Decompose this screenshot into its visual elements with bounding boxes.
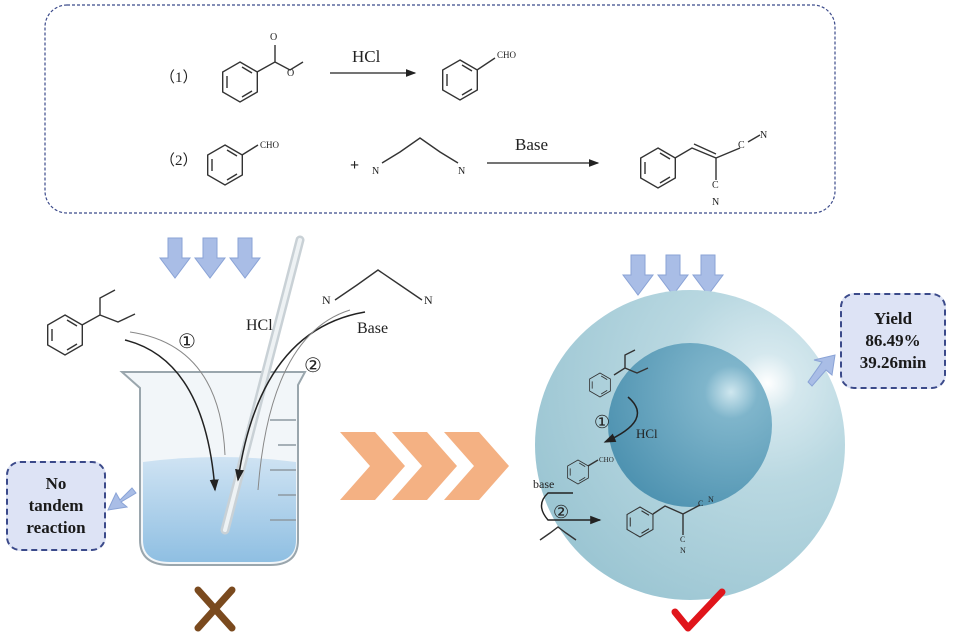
benzaldehyde-sphere [567, 459, 599, 485]
sphere-step2-marker: ② [553, 502, 569, 522]
svg-text:O: O [270, 32, 277, 43]
svg-text:N: N [712, 197, 719, 208]
down-arrows-right [622, 254, 724, 296]
success-check-icon [671, 588, 726, 632]
water [143, 457, 296, 562]
arrow-to-yield [807, 354, 836, 387]
acetal-molecule [47, 289, 136, 356]
time-value: 39.26min [859, 353, 927, 372]
fail-x-icon [194, 586, 236, 632]
svg-text:N: N [760, 130, 767, 141]
step1-marker: ① [178, 331, 196, 353]
svg-text:O: O [287, 68, 294, 79]
result-line: tandem [28, 496, 84, 515]
hcl-label: HCl [246, 317, 273, 334]
svg-text:N: N [708, 495, 714, 504]
svg-text:N: N [322, 293, 331, 307]
sphere-cho-label: CHO [599, 456, 614, 464]
benzaldehyde-2 [206, 144, 259, 186]
arrow-to-no-reaction [107, 487, 137, 511]
benzaldehyde [442, 57, 496, 101]
svg-text:C: C [738, 140, 745, 151]
svg-text:C: C [712, 180, 719, 191]
step2-marker: ② [304, 355, 322, 377]
result-line: No [45, 474, 67, 493]
plus-sign: + [350, 157, 359, 174]
inner-core [608, 343, 772, 507]
sphere-hcl-label: HCl [636, 426, 658, 441]
svg-text:N: N [424, 293, 433, 307]
malononitrile-sphere [539, 526, 577, 541]
down-arrows-left [159, 237, 261, 279]
base-label: Base [357, 320, 388, 337]
yield-value: 86.49% [865, 331, 921, 350]
step2-reagent: Base [515, 135, 548, 154]
cho-label: CHO [497, 50, 517, 60]
svg-text:C: C [680, 535, 685, 544]
benzylidenemalononitrile: C N C N [640, 130, 767, 208]
yield-box: Yield 86.49% 39.26min [840, 293, 946, 389]
svg-text:N: N [680, 546, 686, 555]
svg-text:N: N [372, 166, 379, 177]
step2-label: （2） [160, 152, 198, 169]
sphere-step1-marker: ① [594, 412, 610, 432]
step1-label: （1） [160, 69, 198, 86]
yield-label: Yield [873, 309, 913, 328]
step1-reagent: HCl [352, 47, 381, 66]
no-tandem-reaction-box: No tandem reaction [6, 461, 106, 551]
acetal-molecule-sphere [589, 349, 649, 398]
cho-label-2: CHO [260, 140, 280, 150]
benzaldehyde-dimethyl-acetal: OO [221, 32, 304, 103]
process-chevrons [340, 432, 509, 500]
sphere-base-label: base [533, 477, 554, 491]
svg-text:N: N [458, 166, 465, 177]
result-line: reaction [26, 518, 86, 537]
svg-text:C: C [698, 499, 703, 508]
